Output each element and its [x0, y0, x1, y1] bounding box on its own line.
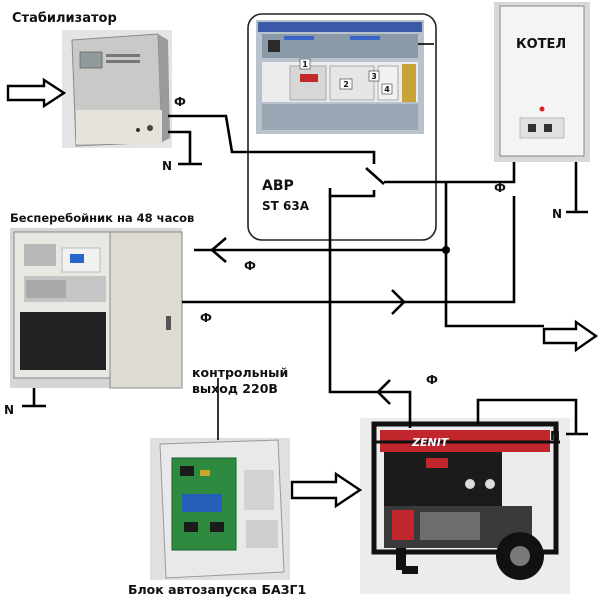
ats-module-2-label: 2 [343, 80, 349, 89]
autostart-label: Блок автозапуска БАЗГ1 [128, 582, 306, 597]
phase-label-ups-out: Ф [200, 311, 212, 325]
ups-label: Бесперебойник на 48 часов [10, 211, 194, 225]
neutral-label-ups: N [4, 403, 14, 417]
ats-name-label: АВР [262, 178, 294, 194]
boiler-label: КОТЕЛ [516, 37, 566, 52]
ats-enclosure [247, 13, 437, 241]
wire-ats-out-right [444, 182, 544, 328]
junction-dot [442, 246, 450, 254]
wire-ats-to-boiler [384, 162, 516, 184]
ats-module-1-label: 1 [302, 60, 308, 69]
control-output-line2: выход 220В [192, 381, 278, 396]
ats-switch-blade [365, 167, 385, 185]
autostart-block-image [150, 438, 290, 580]
ats-module-3-label: 3 [371, 72, 377, 81]
control-output-line1: контрольный [192, 365, 288, 380]
neutral-label-generator: N [550, 429, 560, 443]
phase-label-stabilizer: Ф [174, 95, 186, 109]
stabilizer-image [62, 30, 172, 148]
phase-label-generator: Ф [426, 373, 438, 387]
wire-generator-neutral [476, 398, 578, 434]
wire-ups-output [182, 196, 516, 304]
ats-module-4-label: 4 [384, 85, 390, 94]
arrow-input-mains [6, 77, 67, 109]
ups-image [10, 228, 183, 389]
phase-label-ups-in: Ф [244, 259, 256, 273]
generator-image [360, 418, 570, 594]
boiler-image [494, 2, 590, 162]
arrow-autostart-to-generator [290, 471, 363, 509]
stabilizer-label: Стабилизатор [12, 11, 117, 26]
wiring [22, 114, 588, 440]
wire-stabilizer-neutral [168, 130, 192, 164]
ats-model-label: ST 63A [262, 199, 310, 213]
arrow-to-ups [210, 237, 227, 263]
arrow-ups-out [391, 289, 406, 315]
arrow-generator [376, 379, 391, 405]
wire-generator-phase [328, 196, 412, 428]
wire-stabilizer-phase [168, 114, 376, 164]
arrow-output-load [542, 319, 599, 353]
neutral-label-boiler: N [552, 207, 562, 221]
neutral-label-stabilizer: N [162, 159, 172, 173]
wire-ats-lower [328, 188, 376, 198]
generator-brand-label: ZENIT [411, 436, 450, 449]
ats-panel-image [256, 20, 434, 134]
phase-label-boiler: Ф [494, 181, 506, 195]
